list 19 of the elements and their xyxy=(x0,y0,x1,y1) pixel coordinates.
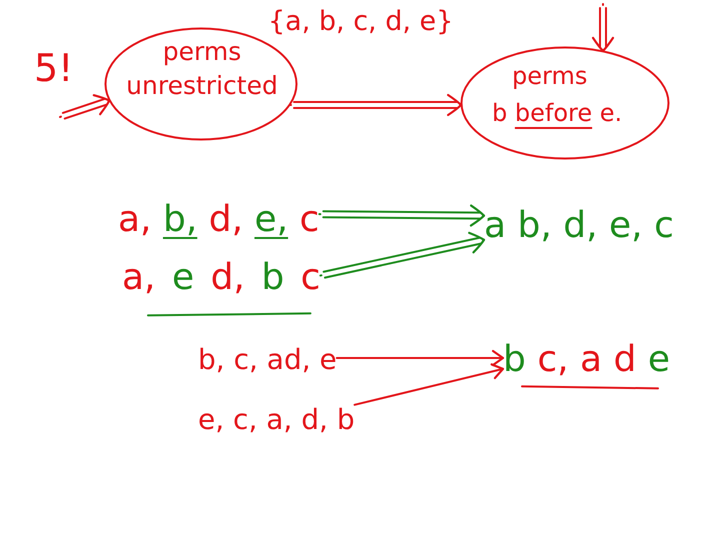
ellipse-node xyxy=(460,46,670,160)
double-arrow xyxy=(318,204,486,227)
letter-sequence: b c, a d e xyxy=(503,339,670,380)
double-arrow xyxy=(592,3,614,52)
note-text: perms unrestricted xyxy=(125,36,279,102)
letter-sequence: b, c, ad, e xyxy=(198,344,337,376)
note-text: perms xyxy=(512,63,588,91)
letter-sequence: a b, d, e, c xyxy=(484,205,674,246)
double-arrow xyxy=(59,94,110,120)
note-text: b before e. xyxy=(492,100,622,128)
letter-sequence: a, e d, b c xyxy=(122,257,320,298)
set-notation-text: {a, b, c, d, e} xyxy=(268,6,454,38)
arrow xyxy=(354,363,504,406)
factorial-text: 5! xyxy=(34,47,74,91)
double-arrow xyxy=(289,94,462,116)
arrow xyxy=(336,350,504,366)
double-arrow xyxy=(319,232,486,279)
letter-sequence: a, b, d, e, c xyxy=(118,199,320,240)
letter-sequence: e, c, a, d, b xyxy=(198,404,355,436)
